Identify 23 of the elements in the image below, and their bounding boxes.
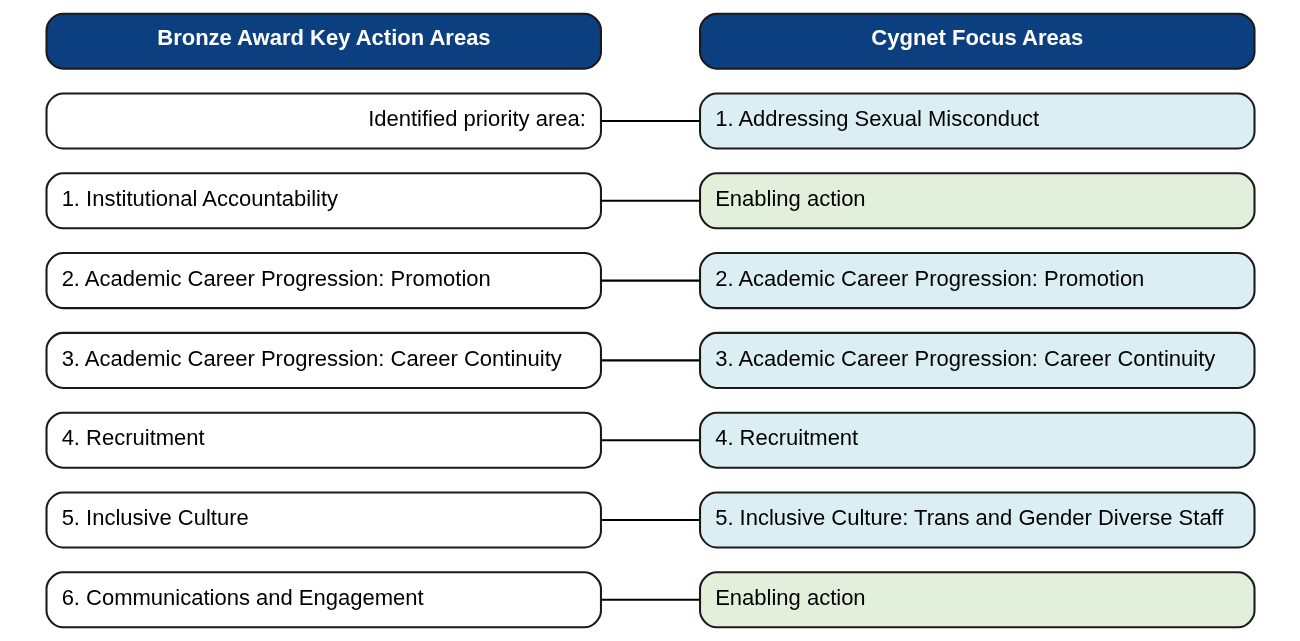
node-box: 1. Addressing Sexual Misconduct (698, 92, 1256, 150)
node-box: Enabling action (698, 172, 1256, 230)
connector (600, 518, 700, 522)
connector (600, 359, 700, 362)
node-box: 5. Inclusive Culture (44, 491, 602, 549)
node-box: 1. Institutional Accountability (44, 172, 602, 230)
connector (600, 439, 700, 442)
node-box: 3. Academic Career Progression: Career Continuity (698, 331, 1256, 389)
node-box: Bronze Award Key Action Areas (44, 12, 602, 70)
connector (600, 279, 700, 282)
node-box: 2. Academic Career Progression: Promotion (44, 252, 602, 310)
node-box: 6. Communications and Engagement (44, 571, 602, 629)
connector (600, 199, 700, 202)
node-box: 2. Academic Career Progression: Promotion (698, 252, 1256, 310)
node-box: 4. Recruitment (698, 411, 1256, 469)
node-box: 4. Recruitment (44, 411, 602, 469)
node-box: Cygnet Focus Areas (698, 12, 1256, 70)
connector (600, 119, 700, 123)
node-box: Identified priority area: (44, 92, 602, 150)
node-box: 5. Inclusive Culture: Trans and Gender Diverse Staff (698, 491, 1256, 549)
connector (600, 598, 700, 601)
node-box: 3. Academic Career Progression: Career Continuity (44, 331, 602, 389)
node-box: Enabling action (698, 571, 1256, 629)
